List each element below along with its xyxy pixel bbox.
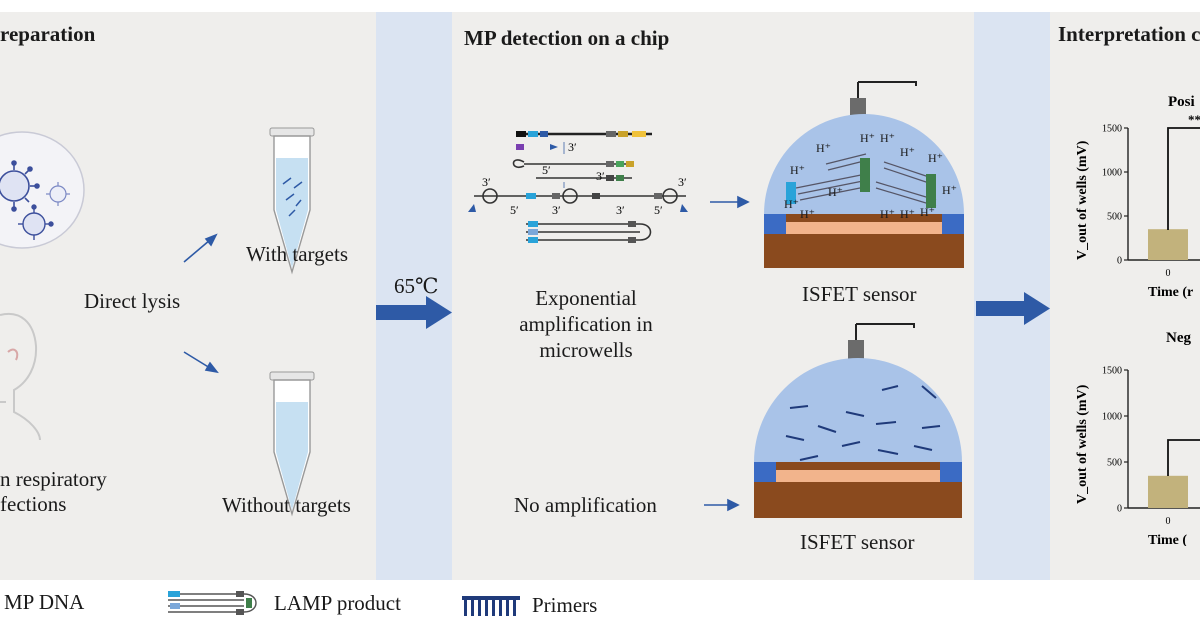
- lysis-arrows: [183, 233, 219, 374]
- exponential-line3: microwells: [539, 338, 633, 362]
- prime-3-label: 3′: [596, 169, 605, 183]
- proton-label: H⁺: [800, 207, 815, 221]
- heating-band: [376, 12, 452, 580]
- right-panel-title: Interpretation c: [1058, 22, 1200, 46]
- patient-icon: [0, 312, 41, 441]
- chart-ylabel: V_out of wells (mV): [1075, 384, 1090, 504]
- sample-preparation-panel: [0, 12, 376, 580]
- exponential-line1: Exponential: [535, 286, 637, 310]
- x-tick-label: 0: [1166, 516, 1171, 527]
- patient-label-line2: fections: [0, 492, 67, 516]
- tube-without-targets-icon: [269, 371, 315, 517]
- proton-label: H⁺: [828, 185, 843, 199]
- virus-icon: [46, 182, 70, 206]
- patient-label-line1: n respiratory: [0, 467, 107, 491]
- prime-5-label: 5′: [654, 203, 663, 217]
- trend-line: [1167, 127, 1200, 230]
- lamp-product-icon: [168, 591, 257, 615]
- isfet-sensor-positive: H⁺ H⁺ H⁺ H⁺ H⁺ H⁺ H⁺ H⁺ H⁺ H⁺ H⁺ H⁺ H⁺: [764, 81, 964, 268]
- x-tick-label: 0: [1166, 268, 1171, 279]
- without-targets-label: Without targets: [222, 493, 351, 517]
- exponential-amplification-label: Exponential amplification in microwells: [496, 285, 676, 363]
- primer-scatter: [785, 385, 941, 461]
- to-sensor-arrows: [704, 195, 750, 512]
- y-tick-label: 500: [1107, 212, 1122, 223]
- prime-3-label: 3′: [616, 203, 625, 217]
- no-amplification-label: No amplification: [514, 493, 657, 517]
- left-panel-title: reparation: [0, 22, 96, 46]
- isfet-sensor-bottom-label: ISFET sensor: [800, 530, 915, 554]
- y-tick-label: 0: [1117, 256, 1122, 267]
- lamp-amplification-diagram: 3′ 5′ 3′ 3′ 3′ 5′ 3′ 3′ 5′: [468, 131, 688, 243]
- prime-3-label: 3′: [482, 175, 491, 189]
- proton-label: H⁺: [880, 131, 895, 145]
- middle-panel-title: MP detection on a chip: [464, 26, 670, 50]
- proton-label: H⁺: [880, 207, 895, 221]
- temperature-label: 65℃: [394, 274, 439, 298]
- chart-title: Posi: [1168, 94, 1195, 110]
- negative-bar-chart: Neg V_out of wells (mV) Time ( 0 500 1000 1…: [1075, 330, 1200, 546]
- tube-with-targets-icon: [269, 127, 315, 275]
- proton-label: H⁺: [900, 207, 915, 221]
- y-tick-label: 1500: [1102, 124, 1122, 135]
- prime-5-label: 5′: [542, 163, 551, 177]
- proton-label: H⁺: [900, 145, 915, 159]
- proton-label: H⁺: [860, 131, 875, 145]
- primers-icon: [462, 596, 520, 616]
- chart-ylabel: V_out of wells (mV): [1075, 140, 1090, 260]
- lamp-product-markers: [526, 161, 662, 243]
- transfer-arrow-icon: [976, 292, 1050, 325]
- with-targets-label: With targets: [246, 242, 348, 266]
- proton-label: H⁺: [942, 183, 957, 197]
- y-tick-label: 1000: [1102, 168, 1122, 179]
- legend-mp-dna-label: MP DNA: [4, 590, 85, 614]
- prime-5-label: 5′: [510, 203, 519, 217]
- chart-title: Neg: [1166, 330, 1191, 346]
- proton-label: H⁺: [784, 197, 799, 211]
- virus-dish-icon: [0, 131, 85, 249]
- isfet-sensor-negative: [754, 323, 962, 518]
- sample-illustration: [0, 127, 315, 517]
- prime-3-label: 3′: [552, 203, 561, 217]
- y-tick-label: 1000: [1102, 412, 1122, 423]
- exponential-line2: amplification in: [519, 312, 653, 336]
- legend-primers-label: Primers: [532, 593, 598, 617]
- bar: [1148, 229, 1188, 260]
- proton-label: H⁺: [920, 205, 935, 219]
- virus-icon: [18, 204, 54, 240]
- positive-bar-chart: Posi V_out of wells (mV) Time (r 0 500 100…: [1075, 94, 1200, 300]
- bar: [1148, 475, 1188, 508]
- prime-3-label: 3′: [568, 140, 577, 154]
- proton-label: H⁺: [816, 141, 831, 155]
- direct-lysis-label: Direct lysis: [84, 289, 181, 313]
- y-tick-label: 1500: [1102, 366, 1122, 377]
- lamp-clusters: [786, 153, 937, 208]
- heating-arrow-icon: [376, 296, 452, 329]
- proton-labels: H⁺ H⁺ H⁺ H⁺ H⁺ H⁺ H⁺ H⁺ H⁺ H⁺ H⁺ H⁺ H⁺: [784, 131, 957, 221]
- y-tick-label: 0: [1117, 504, 1122, 515]
- chart-xlabel: Time (r: [1148, 285, 1193, 300]
- transfer-band: [974, 12, 1050, 580]
- proton-label: H⁺: [790, 163, 805, 177]
- virus-icon: [0, 160, 40, 212]
- y-tick-label: 500: [1107, 458, 1122, 469]
- legend-lamp-product-label: LAMP product: [274, 591, 401, 615]
- trend-line: [1167, 439, 1200, 476]
- proton-label: H⁺: [928, 151, 943, 165]
- prime-3-label: 3′: [678, 175, 687, 189]
- isfet-sensor-top-label: ISFET sensor: [802, 282, 917, 306]
- mp-dna-strand: [516, 131, 652, 150]
- chart-xlabel: Time (: [1148, 533, 1187, 546]
- significance-label: **: [1188, 112, 1200, 127]
